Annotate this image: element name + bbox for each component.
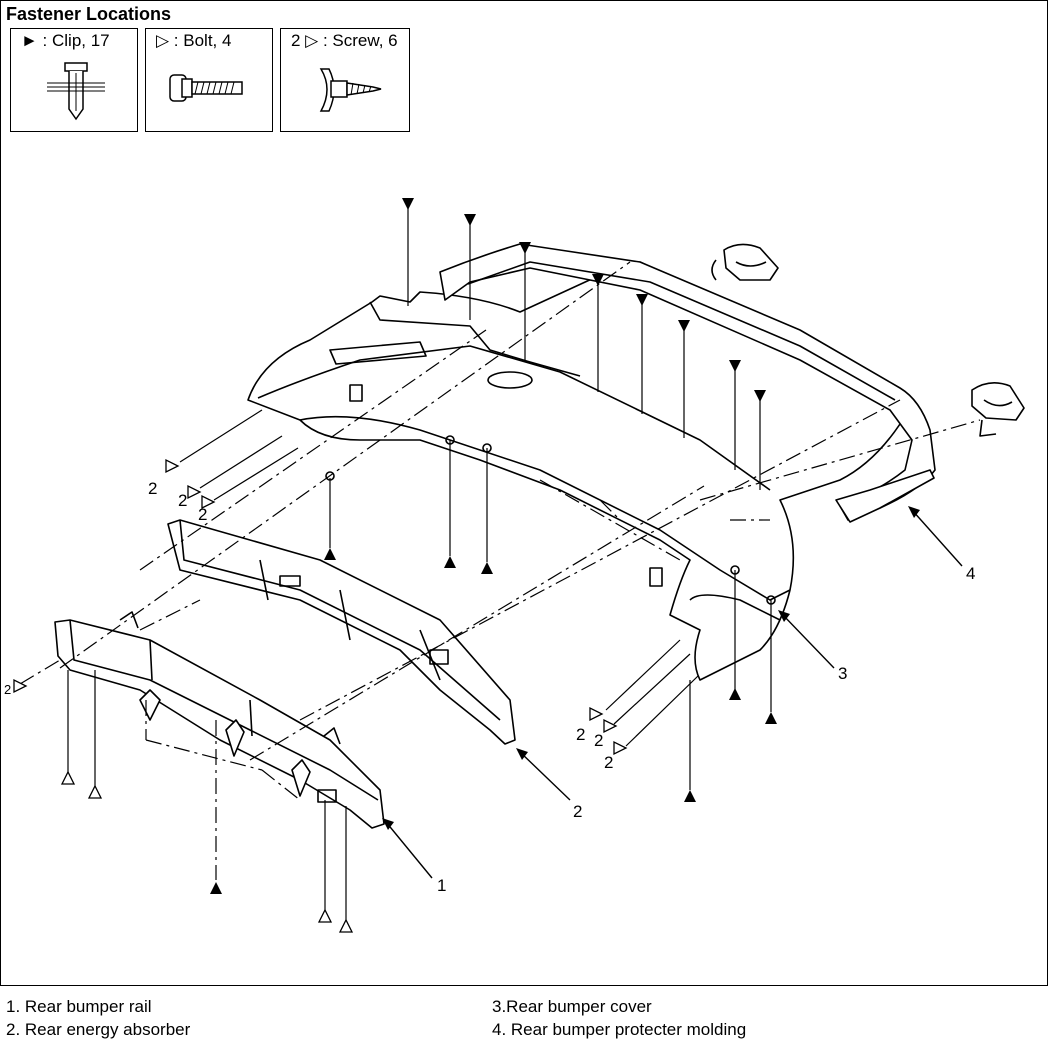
clip-markers bbox=[210, 198, 777, 894]
screw-icon bbox=[319, 68, 382, 112]
legend-bolt-label: ▷ : Bolt, 4 bbox=[156, 31, 232, 50]
callout-arrowheads bbox=[382, 506, 920, 830]
rear-energy-absorber bbox=[167, 519, 516, 745]
screw-count-labels: 2 2 2 2 2 2 2 bbox=[4, 479, 613, 772]
legend-bolt: ▷ : Bolt, 4 bbox=[145, 28, 273, 132]
clip-icon bbox=[47, 62, 105, 121]
caption-rear-bumper-rail: 1. Rear bumper rail bbox=[6, 997, 152, 1016]
callout-arrows bbox=[385, 509, 963, 879]
side-bracket-right bbox=[971, 382, 1025, 437]
diagram-frame bbox=[0, 0, 1048, 986]
screw-label: 2 bbox=[604, 753, 613, 772]
caption-rear-bumper-cover: 3.Rear bumper cover bbox=[492, 997, 652, 1016]
screw-label: 2 bbox=[178, 491, 187, 510]
rear-bumper-rail bbox=[54, 611, 385, 829]
callout-2: 2 bbox=[573, 802, 583, 821]
side-bracket-left bbox=[711, 243, 779, 281]
screw-label: 2 bbox=[198, 505, 207, 524]
screw-label: 2 bbox=[576, 725, 585, 744]
fastener-leader-lines bbox=[67, 206, 772, 920]
screw-label: 2 bbox=[594, 731, 603, 750]
legend-clip: ► : Clip, 17 bbox=[10, 28, 138, 132]
caption-protector-molding: 4. Rear bumper protecter molding bbox=[492, 1020, 747, 1039]
screw-label: 2 bbox=[4, 682, 11, 697]
mounting-holes bbox=[325, 435, 776, 605]
screw-markers bbox=[13, 458, 628, 756]
bolt-icon bbox=[169, 74, 243, 102]
molding-end-piece bbox=[835, 469, 935, 523]
bolt-markers bbox=[60, 770, 354, 933]
legend-screw: 2 ▷ : Screw, 6 bbox=[280, 28, 410, 132]
caption-rear-energy-absorber: 2. Rear energy absorber bbox=[6, 1020, 191, 1039]
callout-4: 4 bbox=[966, 564, 976, 583]
screw-leader-lines bbox=[179, 409, 699, 747]
callout-3: 3 bbox=[838, 664, 848, 683]
callout-1: 1 bbox=[437, 876, 447, 895]
rear-bumper-cover bbox=[247, 261, 911, 681]
screw-label: 2 bbox=[148, 479, 157, 498]
legend-clip-label: ► : Clip, 17 bbox=[21, 31, 110, 50]
legend-screw-label: 2 ▷ : Screw, 6 bbox=[291, 31, 398, 50]
bumper-exploded-diagram: 2 2 2 2 2 2 2 bbox=[4, 198, 1025, 933]
alignment-lines bbox=[19, 261, 981, 880]
diagram-title: Fastener Locations bbox=[6, 4, 172, 24]
